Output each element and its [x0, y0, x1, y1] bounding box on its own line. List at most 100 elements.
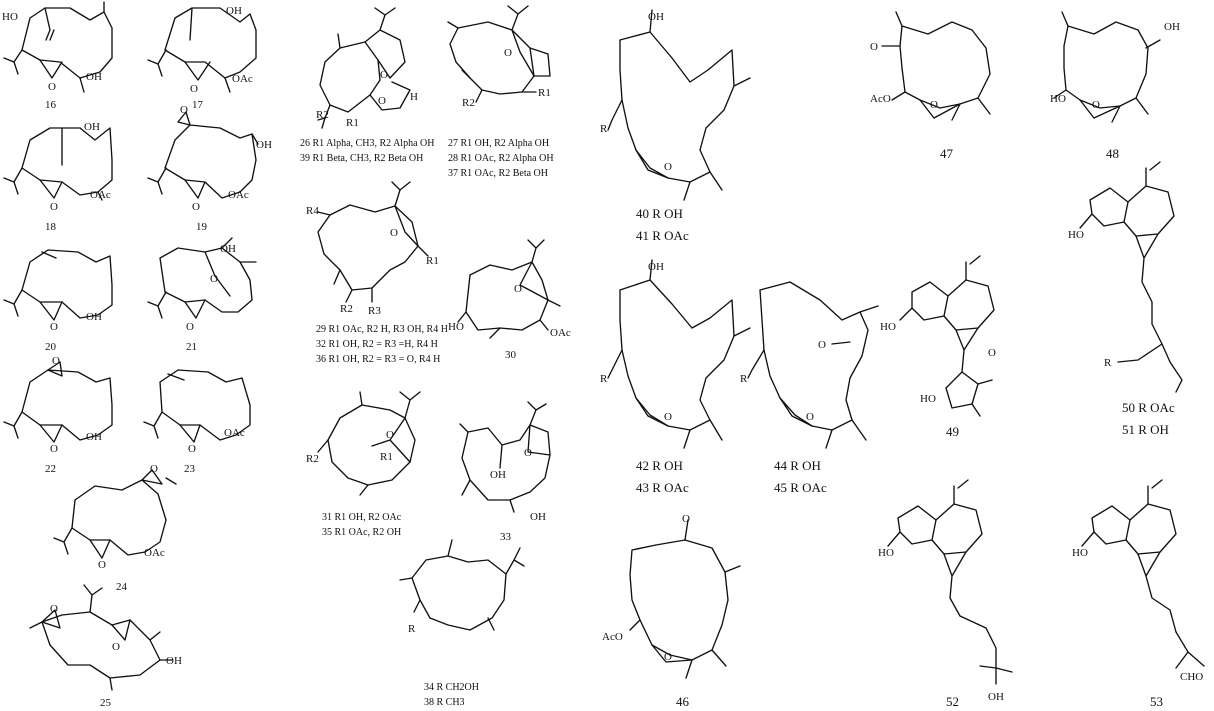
label-oh: OH	[86, 431, 102, 443]
label-ho: HO	[2, 11, 18, 23]
caption-51: 51 R OH	[1122, 422, 1169, 437]
label-ring-o: O	[390, 227, 398, 239]
label-ho: HO	[1068, 229, 1084, 241]
compound-49: HO O HO 49	[880, 255, 996, 439]
label-ring-o: O	[664, 411, 672, 423]
caption-42: 42 R OH	[636, 458, 683, 473]
label-o: O	[50, 201, 58, 213]
label-ring-o: O	[210, 273, 218, 285]
caption-26: 26 R1 Alpha, CH3, R2 Alpha OH	[300, 138, 434, 149]
compound-30: O HO OAc 30	[448, 239, 571, 361]
caption-34: 34 R CH2OH	[424, 682, 479, 693]
label-ring-o: O	[524, 447, 532, 459]
caption-36: 36 R1 OH, R2 = R3 = O, R4 H	[316, 354, 440, 365]
label-epoxide-o: O	[180, 104, 188, 116]
label-o: O	[50, 443, 58, 455]
label-oac: OAc	[232, 73, 253, 85]
compound-number-33: 33	[500, 531, 512, 543]
compound-34-38: R 34 R CH2OH 38 R CH3	[399, 539, 525, 708]
compound-52: HO OH 52	[878, 479, 1013, 709]
label-ring-o: O	[806, 411, 814, 423]
label-r: R	[740, 373, 748, 385]
compound-18: OH O OAc 18	[3, 121, 113, 233]
compound-47: O AcO O 47	[870, 11, 991, 161]
label-o: O	[192, 201, 200, 213]
label-oac: OAc	[550, 327, 571, 339]
compound-number-16: 16	[45, 99, 57, 111]
label-oh: OH	[86, 311, 102, 323]
label-oac: OAc	[90, 189, 111, 201]
compound-number-30: 30	[505, 349, 517, 361]
label-r2: R2	[316, 109, 329, 121]
compound-29-32-36: R4 O R1 R2 R3 29 R1 OAc, R2 H, R3 OH, R4…	[306, 181, 448, 365]
label-r2: R2	[340, 303, 353, 315]
label-o: O	[190, 83, 198, 95]
label-aco: AcO	[602, 631, 623, 643]
label-ho: HO	[448, 321, 464, 333]
caption-41: 41 R OAc	[636, 228, 689, 243]
label-r4: R4	[306, 205, 319, 217]
label-ho: HO	[878, 547, 894, 559]
caption-39: 39 R1 Beta, CH3, R2 Beta OH	[300, 153, 423, 164]
label-keto-o: O	[870, 41, 878, 53]
label-ring-o: O	[664, 651, 672, 663]
compound-number-19: 19	[196, 221, 208, 233]
label-oh: OH	[220, 243, 236, 255]
label-o: O	[50, 321, 58, 333]
label-oac: OAc	[144, 547, 165, 559]
label-ring-o: O	[504, 47, 512, 59]
compound-26-39: R2 R1 O O H 26 R1 Alpha, CH3, R2 Alpha O…	[300, 7, 434, 164]
label-oh: OH	[226, 5, 242, 17]
label-keto-o: O	[818, 339, 826, 351]
label-ho-upper: HO	[880, 321, 896, 333]
label-oh: OH	[1164, 21, 1180, 33]
compound-number-23: 23	[184, 463, 196, 475]
label-keto-o: O	[988, 347, 996, 359]
compound-44-45: R O O 44 R OH 45 R OAc	[740, 281, 879, 495]
label-r1: R1	[380, 451, 393, 463]
label-oh: OH	[648, 261, 664, 273]
label-epoxide-o: O	[50, 603, 58, 615]
label-oh: OH	[166, 655, 182, 667]
label-oh: OH	[490, 469, 506, 481]
compound-23: O OAc 23	[143, 369, 251, 475]
label-ring-o: O	[1092, 99, 1100, 111]
label-r: R	[1104, 357, 1112, 369]
label-h: H	[410, 91, 418, 103]
caption-45: 45 R OAc	[774, 480, 827, 495]
compound-number-24: 24	[116, 581, 128, 593]
compound-31-35: O R2 R1 31 R1 OH, R2 OAc 35 R1 OAc, R2 O…	[306, 391, 421, 538]
compound-number-46: 46	[676, 694, 690, 709]
compound-27-28-37: O R2 R1 27 R1 OH, R2 Alpha OH 28 R1 OAc,…	[447, 5, 554, 179]
label-ring-o: O	[386, 429, 394, 441]
label-oh: OH	[86, 71, 102, 83]
caption-31: 31 R1 OH, R2 OAc	[322, 512, 402, 523]
label-epoxide-o: O	[52, 355, 60, 367]
compound-number-17: 17	[192, 99, 204, 111]
label-o: O	[188, 443, 196, 455]
compound-20: O OH 20	[3, 249, 113, 353]
compound-number-21: 21	[186, 341, 197, 353]
label-aco: AcO	[870, 93, 891, 105]
caption-38: 38 R CH3	[424, 697, 465, 708]
compound-number-22: 22	[45, 463, 56, 475]
label-oh: OH	[648, 11, 664, 23]
caption-35: 35 R1 OAc, R2 OH	[322, 527, 401, 538]
compound-24: O O OAc 24	[53, 463, 177, 593]
label-ring-o: O	[664, 161, 672, 173]
compound-48: OH HO O 48	[1050, 11, 1180, 161]
label-o-upper: O	[380, 69, 388, 81]
label-ho-lower: HO	[920, 393, 936, 405]
compound-number-52: 52	[946, 694, 959, 709]
caption-27: 27 R1 OH, R2 Alpha OH	[448, 138, 549, 149]
compound-46: O AcO O 46	[602, 513, 741, 709]
label-r1: R1	[538, 87, 551, 99]
label-r: R	[600, 123, 608, 135]
label-r2: R2	[306, 453, 319, 465]
label-oac: OAc	[228, 189, 249, 201]
label-r1: R1	[346, 117, 359, 129]
label-oh: OH	[84, 121, 100, 133]
compound-17: OH O OAc 17	[147, 5, 257, 111]
label-epoxide-o: O	[150, 463, 158, 475]
compound-number-49: 49	[946, 424, 959, 439]
